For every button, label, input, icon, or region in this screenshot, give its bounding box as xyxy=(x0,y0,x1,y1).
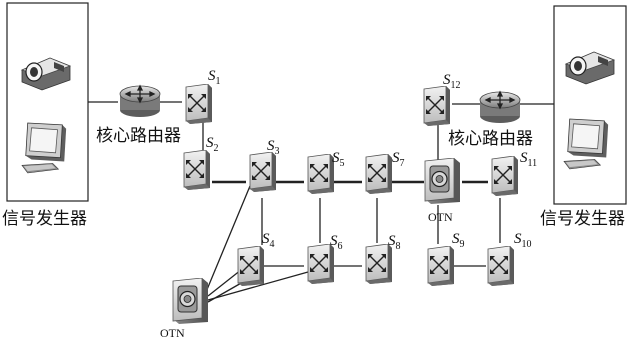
switch-label-s8: S8 xyxy=(388,233,401,252)
core-router-label-right: 核心路由器 xyxy=(448,129,533,149)
switch-icon-s10 xyxy=(487,246,514,286)
projector-icon-right xyxy=(565,51,615,85)
router-icon-right xyxy=(479,91,521,124)
switch-icon-s12 xyxy=(423,86,450,126)
otn-icon-left xyxy=(172,278,208,324)
signal-generator-label-left: 信号发生器 xyxy=(2,209,87,229)
switch-label-s10: S10 xyxy=(514,231,532,250)
switch-icon-s11 xyxy=(491,156,518,196)
switch-icon-s7 xyxy=(365,154,392,194)
switch-icon-s4 xyxy=(237,246,264,286)
switch-label-s2: S2 xyxy=(206,135,219,154)
signal-generator-label-right: 信号发生器 xyxy=(540,209,625,229)
router-icon-left xyxy=(119,85,161,118)
switch-label-s9: S9 xyxy=(452,231,465,250)
switch-label-s5: S5 xyxy=(332,150,345,169)
otn-icon-right xyxy=(424,158,460,204)
switch-icon-s5 xyxy=(307,154,334,194)
switch-icon-s3 xyxy=(249,152,276,192)
switch-label-s3: S3 xyxy=(267,138,280,157)
projector-icon-left xyxy=(21,57,71,91)
switch-icon-s6 xyxy=(307,244,334,284)
switch-icon-s2 xyxy=(183,150,210,190)
otn-label-right: OTN xyxy=(428,210,453,224)
switch-label-s12: S12 xyxy=(443,72,461,91)
otn-label-left: OTN xyxy=(160,326,185,340)
core-router-label-left: 核心路由器 xyxy=(96,126,181,146)
switch-label-s7: S7 xyxy=(392,150,405,169)
computer-icon-right xyxy=(563,118,609,170)
left-generator-box xyxy=(6,2,89,202)
computer-icon-left xyxy=(21,122,67,174)
switch-icon-s1 xyxy=(185,84,212,124)
switch-label-s11: S11 xyxy=(520,150,537,169)
switch-label-s6: S6 xyxy=(330,233,343,252)
switch-label-s1: S1 xyxy=(208,68,221,87)
switch-icon-s8 xyxy=(365,244,392,284)
switch-label-s4: S4 xyxy=(262,231,275,250)
switch-icon-s9 xyxy=(427,246,454,286)
right-generator-box xyxy=(553,5,627,205)
